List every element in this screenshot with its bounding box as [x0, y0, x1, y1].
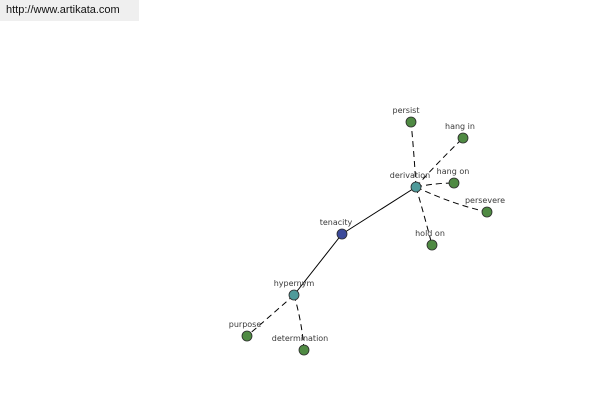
node-determination[interactable] [298, 344, 310, 356]
label-derivation[interactable]: derivation [390, 171, 430, 180]
edge-derivation-persist [410, 121, 417, 188]
site-url-banner: http://www.artikata.com [0, 0, 139, 21]
node-tenacity[interactable] [336, 228, 348, 240]
edge-tenacity-hypernym [293, 233, 343, 296]
label-purpose[interactable]: purpose [229, 320, 262, 329]
edges-layer [246, 121, 488, 351]
node-hang-in[interactable] [457, 132, 469, 144]
edge-derivation-hang-on [415, 182, 455, 188]
label-hang-in[interactable]: hang in [445, 122, 475, 131]
label-hang-on[interactable]: hang on [437, 167, 470, 176]
node-derivation[interactable] [410, 181, 422, 193]
node-purpose[interactable] [241, 330, 253, 342]
node-persevere[interactable] [481, 206, 493, 218]
label-hypernym[interactable]: hypernym [274, 279, 315, 288]
edge-derivation-hang-in [415, 137, 464, 188]
label-tenacity[interactable]: tenacity [320, 218, 353, 227]
node-hypernym[interactable] [288, 289, 300, 301]
node-hang-on[interactable] [448, 177, 460, 189]
node-hold-on[interactable] [426, 239, 438, 251]
label-hold-on[interactable]: hold on [415, 229, 445, 238]
site-url-text: http://www.artikata.com [6, 4, 120, 16]
label-determination[interactable]: determination [272, 334, 329, 343]
labels-layer: tenacity derivation hypernym persist hang in… [229, 106, 505, 343]
label-persist[interactable]: persist [393, 106, 420, 115]
node-persist[interactable] [405, 116, 417, 128]
edge-hypernym-purpose [246, 294, 295, 337]
label-persevere[interactable]: persevere [465, 196, 505, 205]
nodes-layer [241, 116, 493, 356]
edge-tenacity-derivation [341, 186, 417, 235]
